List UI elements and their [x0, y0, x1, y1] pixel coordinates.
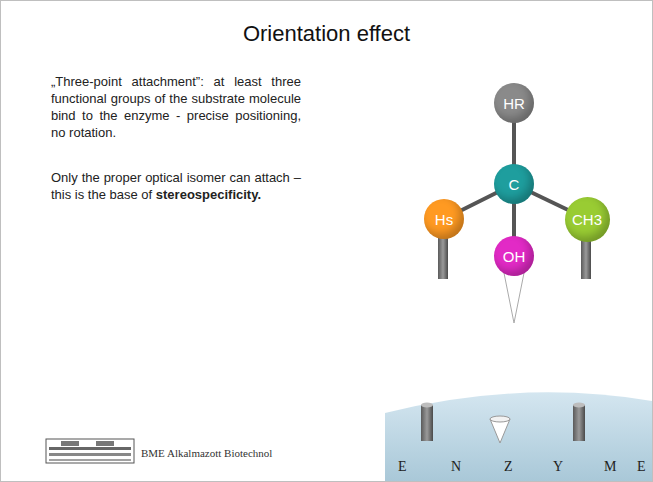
atom-label: C	[509, 176, 520, 193]
enzyme-letter: E	[637, 459, 646, 475]
site-peg	[421, 405, 433, 441]
site-peg	[573, 405, 585, 441]
atom-ball: HR	[494, 83, 534, 123]
logo-text: BME Alkalmazott Biotechnol	[141, 447, 379, 459]
enzyme-letter: E	[398, 459, 407, 475]
enzyme-letter: N	[451, 459, 461, 475]
bond-line	[514, 203, 515, 237]
emphasis-text: stereospecificity.	[156, 187, 261, 202]
atom-ball: OH	[494, 236, 534, 276]
enzyme-letter: M	[604, 459, 616, 475]
atom-ball: C	[494, 164, 534, 204]
atom-label: CH3	[572, 211, 602, 228]
university-logo	[46, 439, 134, 463]
site-cone	[490, 419, 510, 443]
enzyme-letter: Z	[504, 459, 513, 475]
atom-label: HR	[503, 95, 525, 112]
atom-label: Hs	[435, 211, 453, 228]
slide-title: Orientation effect	[1, 21, 652, 47]
bond-line	[514, 122, 515, 165]
body-text: „Three-point attachment”: at least three…	[51, 73, 301, 141]
group-peg	[581, 237, 591, 279]
atom-ball: Hs	[424, 199, 464, 239]
enzyme-surface	[385, 392, 652, 481]
bond-line	[531, 192, 567, 209]
body-paragraph: Only the proper optical isomer can attac…	[51, 169, 301, 203]
group-cone	[504, 273, 524, 323]
atom-label: OH	[503, 248, 526, 265]
enzyme-letter: Y	[553, 459, 563, 475]
bond-line	[461, 192, 497, 210]
group-peg	[438, 237, 448, 279]
atom-ball: CH3	[565, 197, 610, 242]
